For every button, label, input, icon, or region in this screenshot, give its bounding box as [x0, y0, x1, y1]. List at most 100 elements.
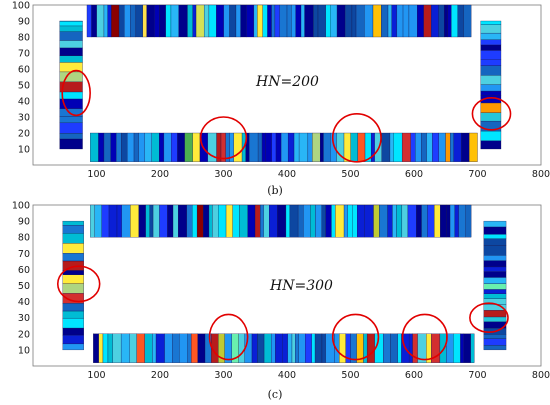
top-strip-cell [372, 4, 382, 38]
left-strip-cell [62, 225, 84, 234]
top-strip-cell [396, 4, 404, 38]
right-strip-cell [483, 271, 507, 278]
bottom-strip-cell [172, 333, 180, 363]
right-strip-cell [480, 39, 502, 46]
bottom-strip-cell [171, 132, 178, 162]
bottom-strip-cell [155, 333, 165, 363]
bottom-strip-cell [280, 132, 289, 162]
top-strip-cell [232, 204, 240, 238]
top-strip-cell [427, 204, 435, 238]
bottom-strip-cell [177, 132, 185, 162]
highlight-ellipse [469, 302, 509, 333]
y-tick-label: 80 [18, 33, 30, 44]
bottom-strip-cell [311, 333, 316, 363]
right-strip-cell [480, 130, 502, 141]
top-strip-cell [208, 204, 213, 238]
bottom-strip-cell [103, 132, 112, 162]
top-strip-cell [347, 204, 353, 238]
top-strip-cell [285, 204, 291, 238]
bottom-strip-cell [191, 333, 198, 363]
top-strip-cell [212, 204, 219, 238]
top-strip-cell [416, 204, 422, 238]
top-strip-cell [304, 4, 314, 38]
x-tick-label: 400 [278, 169, 296, 180]
right-strip-cell [480, 112, 502, 122]
x-tick-label: 200 [151, 370, 169, 381]
top-strip-cell [396, 204, 403, 238]
top-strip-cell [421, 204, 428, 238]
top-strip-cell [440, 204, 447, 238]
top-strip-cell [271, 4, 276, 38]
bottom-strip-cell [366, 333, 375, 363]
top-strip-cell [146, 4, 155, 38]
top-strip-cell [407, 204, 417, 238]
bottom-strip-cell [102, 333, 109, 363]
right-strip-cell [480, 102, 502, 113]
top-strip-cell [317, 4, 326, 38]
x-tick-label: 700 [468, 169, 486, 180]
x-tick-label: 500 [341, 370, 359, 381]
top-strip-cell [267, 4, 272, 38]
top-strip-cell [170, 4, 179, 38]
y-tick-label: 30 [18, 113, 30, 124]
bottom-strip-cell [282, 333, 288, 363]
bottom-strip-cell [343, 132, 351, 162]
top-strip-cell [274, 4, 280, 38]
top-strip-cell [335, 204, 345, 238]
right-strip-cell [483, 266, 507, 272]
bottom-strip-cell [127, 132, 135, 162]
top-strip-cell [116, 204, 122, 238]
right-strip-cell [480, 65, 502, 76]
top-strip-cell [277, 204, 287, 238]
x-tick-label: 800 [532, 169, 550, 180]
bottom-strip-cell [390, 333, 398, 363]
top-strip-cell [154, 4, 160, 38]
bottom-strip-cell [393, 132, 403, 162]
top-strip-cell [167, 204, 174, 238]
top-strip-cell [260, 204, 264, 238]
left-strip-cell [59, 55, 83, 63]
bottom-strip-cell [307, 132, 313, 162]
y-tick-label: 40 [18, 297, 30, 308]
y-tick-label: 100 [12, 201, 30, 212]
bottom-strip-cell [133, 132, 139, 162]
top-strip-cell [138, 204, 146, 238]
top-strip-cell [434, 204, 441, 238]
bottom-strip-cell [321, 333, 326, 363]
right-strip-cell [480, 84, 502, 92]
left-strip-cell [62, 310, 84, 319]
left-strip-cell [59, 71, 83, 82]
highlight-ellipses [56, 265, 509, 361]
bottom-strip-cell [261, 132, 266, 162]
bottom-strip-cell [305, 333, 312, 363]
top-strip-cell [240, 4, 247, 38]
bottom-strip-cell [383, 333, 391, 363]
x-tick-label: 100 [87, 370, 105, 381]
top-strip-cell [142, 4, 147, 38]
bottom-strip-cell [312, 132, 321, 162]
bottom-strip-cell [187, 333, 192, 363]
top-strip-cell [229, 4, 237, 38]
left-strip-cell [62, 233, 84, 244]
top-strip-cell [178, 204, 187, 238]
top-strip-cell [223, 4, 230, 38]
right-strip-cell [483, 283, 507, 290]
y-tick-label: 60 [18, 265, 30, 276]
y-tick-label: 90 [18, 17, 30, 28]
bottom-strip-cell [291, 333, 296, 363]
top-strip-cell [111, 4, 120, 38]
top-strip-cell [379, 204, 388, 238]
right-strip-cell [483, 289, 507, 294]
top-strip-cell [130, 4, 137, 38]
top-strip-cell [417, 4, 424, 38]
right-strip-cell [483, 293, 507, 299]
bottom-strip-cell [389, 132, 394, 162]
bottom-strip-cell [275, 132, 282, 162]
bottom-strip-cell [263, 333, 272, 363]
top-strip-cell [343, 204, 348, 238]
bottom-strip-cell [197, 333, 206, 363]
top-strip-cell [446, 204, 451, 238]
top-strip-cell [149, 204, 154, 238]
